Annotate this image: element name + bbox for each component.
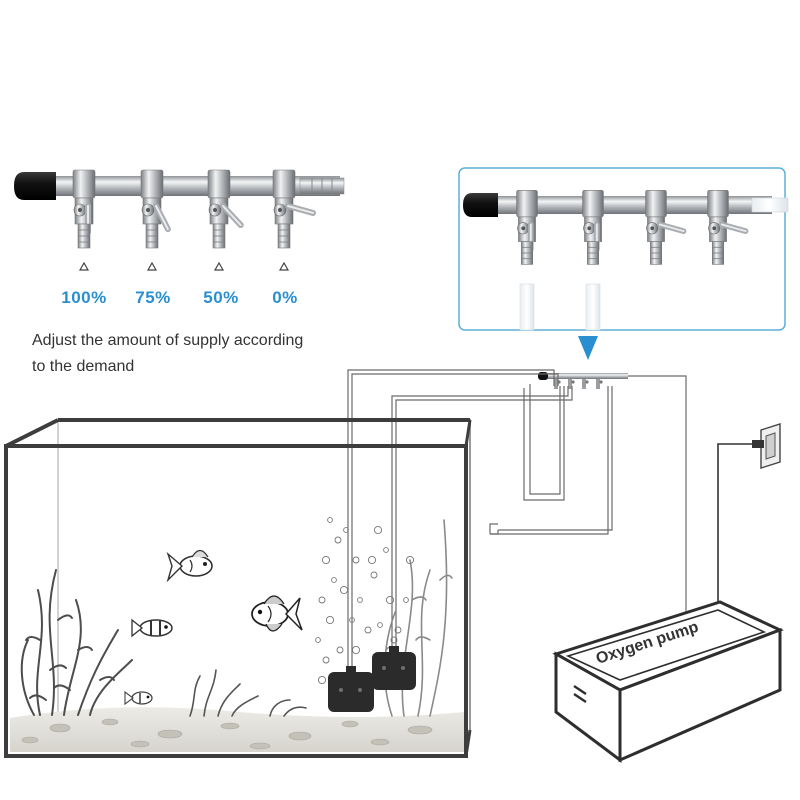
valve	[207, 169, 244, 271]
air-manifold-large	[14, 169, 345, 271]
end-cap	[14, 172, 56, 200]
fish-icon	[251, 595, 303, 632]
valve	[272, 169, 317, 271]
triangle-up-icon	[78, 261, 90, 271]
valve-setting-label: 50%	[203, 288, 239, 307]
triangle-up-icon	[278, 261, 290, 271]
power-outlet-icon	[752, 423, 781, 469]
air-tubing	[347, 369, 687, 672]
valve	[516, 190, 538, 265]
power-cord	[717, 443, 752, 614]
air-stone-icon	[372, 646, 416, 690]
seaweed-icon	[20, 569, 133, 716]
seaweed-icon	[189, 669, 307, 717]
fish-icon	[124, 690, 153, 706]
air-bubbles	[315, 517, 415, 685]
valve-setting-label: 0%	[272, 288, 298, 307]
caption: Adjust the amount of supply according to…	[32, 328, 362, 380]
triangle-up-icon	[146, 261, 158, 271]
caption-line-1: Adjust the amount of supply according	[32, 332, 304, 349]
triangle-up-icon	[213, 261, 225, 271]
callout-box	[458, 167, 789, 331]
valve	[707, 190, 749, 265]
fish-icon	[166, 549, 213, 583]
valve	[645, 190, 687, 265]
air-stone-icon	[328, 666, 374, 712]
valve-setting-label: 100%	[61, 288, 107, 307]
sand-bed	[10, 707, 464, 752]
end-cap-small	[463, 193, 498, 217]
aquarium-tank	[4, 418, 472, 758]
valve	[582, 190, 604, 265]
fish-icon	[131, 618, 173, 638]
valve-setting-label: 75%	[135, 288, 171, 307]
valve	[140, 169, 171, 271]
callout-pointer-icon	[578, 336, 598, 360]
oxygen-pump: Oxygen pump	[552, 600, 784, 763]
caption-line-2: to the demand	[32, 358, 135, 375]
valve	[72, 169, 96, 271]
